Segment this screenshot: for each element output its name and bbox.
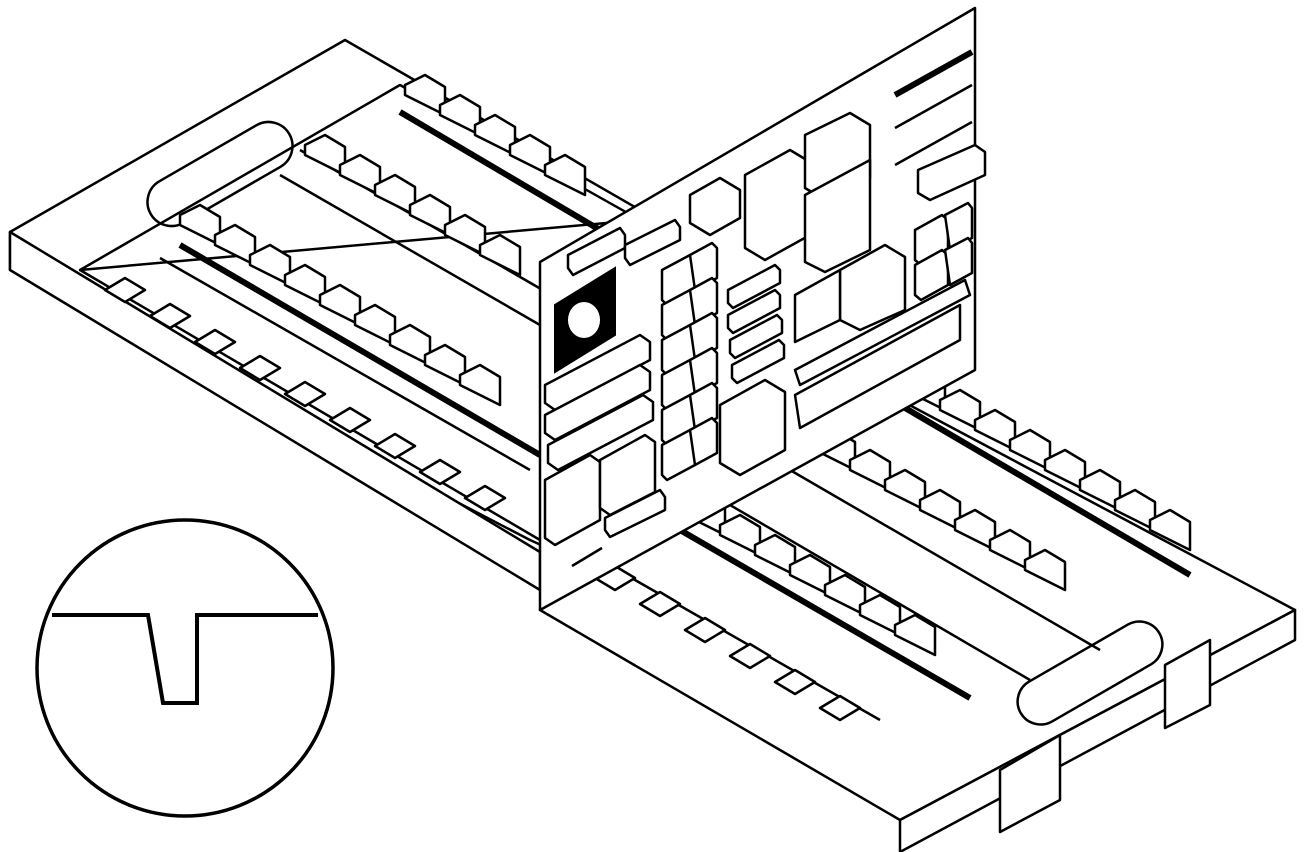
- right-tray-handle-slot: [1016, 620, 1164, 726]
- left-tray-teeth: [103, 276, 507, 512]
- left-tray-rail-1: [159, 256, 531, 472]
- left-tray: [8, 38, 642, 592]
- board-chips: [543, 111, 987, 547]
- right-tray-slot-1: [678, 527, 972, 701]
- board-trace-4: [571, 546, 603, 568]
- board-trace-2: [894, 83, 973, 130]
- board-trace-3: [894, 120, 973, 167]
- left-tray-slot-2: [398, 109, 602, 233]
- board-resistor-arrays: [543, 218, 682, 539]
- mounting-hole-icon: [568, 302, 600, 338]
- right-tray-foot-2: [1163, 638, 1212, 730]
- groove-profile: [52, 613, 318, 705]
- board-trace-1: [893, 49, 974, 98]
- board-capacitor-column-2: [726, 201, 974, 385]
- left-tray-components-row2: [303, 73, 587, 277]
- left-tray-slot-1: [178, 242, 542, 458]
- board-capacitor-column-1: [660, 241, 719, 482]
- right-tray-slot-2: [898, 402, 1192, 578]
- right-tray-foot-1: [998, 733, 1062, 834]
- circuit-board: [538, 6, 987, 612]
- left-tray-components-row1: [178, 203, 502, 407]
- board-mounting-hole: [554, 266, 616, 374]
- detail-callout: [35, 518, 335, 818]
- right-tray-rail-3: [789, 468, 1101, 652]
- right-tray-rail-2: [729, 503, 1031, 682]
- left-tray-handle-slot: [146, 120, 294, 228]
- left-tray-rail-2: [279, 173, 541, 327]
- right-tray-rail-1: [599, 558, 881, 722]
- detail-callout-circle: [35, 518, 335, 818]
